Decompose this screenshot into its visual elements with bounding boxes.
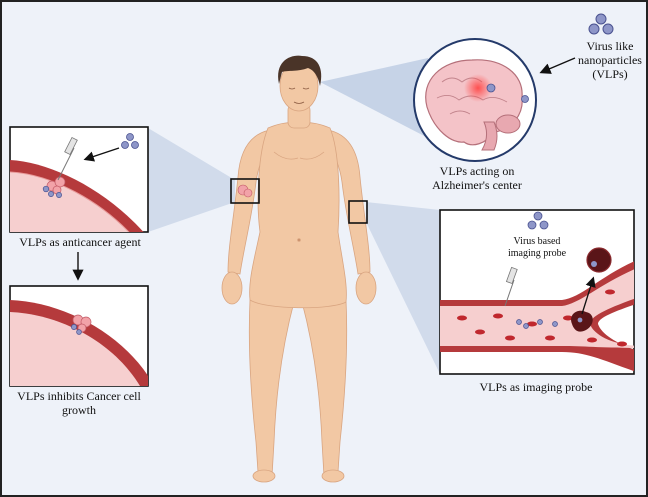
left-foot xyxy=(252,469,276,483)
blood-cells xyxy=(457,289,627,347)
right-foot xyxy=(321,469,345,483)
syringe-icon xyxy=(57,136,78,181)
left-hand xyxy=(221,271,243,305)
torso xyxy=(249,121,347,309)
panel-inhibits xyxy=(9,285,149,387)
vlp-icon-brain xyxy=(486,83,529,103)
arm-marker-anticancer xyxy=(230,178,260,204)
left-leg xyxy=(248,299,295,479)
label-brain: VLPs acting on Alzheimer's center xyxy=(432,164,522,192)
vlp-particles xyxy=(516,319,558,329)
arrow-icon xyxy=(581,276,596,315)
cerebellum xyxy=(495,114,521,134)
label-imaging: VLPs as imaging probe xyxy=(479,380,593,394)
cone-arm-anticancer xyxy=(148,128,235,232)
arm-tumor-icon xyxy=(237,184,253,198)
label-imaging-probe: Virus based imaging probe xyxy=(507,236,567,259)
projection-cones xyxy=(148,58,440,374)
tumor-in-vessel xyxy=(571,310,593,332)
vlp-particles xyxy=(71,324,82,335)
right-hand xyxy=(355,271,377,305)
tumor-icon xyxy=(586,247,612,273)
brainstem xyxy=(481,121,498,151)
hair xyxy=(278,55,322,86)
arm-marker-imaging xyxy=(348,200,368,224)
tumor-icon xyxy=(72,314,92,333)
arrow-icon xyxy=(83,147,120,162)
cone-arm-imaging xyxy=(366,202,440,374)
brain-panel xyxy=(413,38,537,162)
cone-head-brain xyxy=(320,58,432,140)
arrow-icon xyxy=(539,57,576,74)
vlp-particles xyxy=(42,185,62,198)
face-details xyxy=(288,87,310,104)
panel-anticancer xyxy=(9,126,149,233)
alzheimer-center-glow xyxy=(464,74,492,102)
panel-imaging xyxy=(439,209,635,375)
label-inhibits: VLPs inhibits Cancer cell growth xyxy=(17,389,141,417)
vlp-cluster-icon xyxy=(121,133,139,149)
human-figure xyxy=(221,60,377,483)
label-anticancer: VLPs as anticancer agent xyxy=(19,235,141,249)
tumor-icon xyxy=(46,176,66,195)
body-contours xyxy=(273,151,325,242)
label-vlp-legend: Virus like nanoparticles (VLPs) xyxy=(578,39,642,81)
right-leg xyxy=(301,299,348,479)
syringe-icon xyxy=(504,266,518,307)
vlp-cluster-icon xyxy=(527,211,549,230)
vlp-cluster-icon xyxy=(588,13,614,35)
